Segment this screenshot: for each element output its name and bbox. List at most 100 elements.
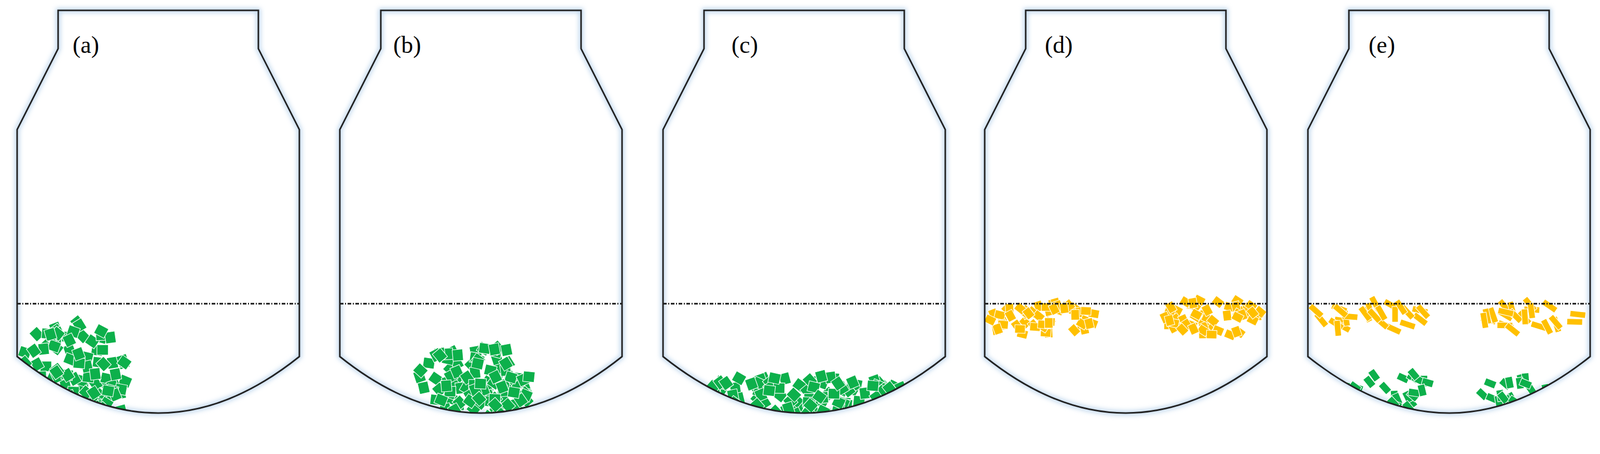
liquid-level (1307, 303, 1591, 306)
particle (1070, 309, 1080, 321)
particle (40, 383, 54, 396)
particle (1359, 400, 1373, 411)
particle (91, 405, 103, 417)
particle (1541, 299, 1558, 314)
liquid-level (339, 303, 623, 306)
liquid-level (17, 303, 300, 306)
particle (1187, 322, 1200, 336)
particle (44, 327, 58, 342)
particle (433, 393, 449, 408)
particle (1080, 307, 1092, 316)
particle (29, 398, 41, 411)
vessel (339, 10, 623, 426)
particle-group (983, 294, 1268, 342)
particle-group (1307, 295, 1586, 415)
particle (707, 395, 720, 408)
vessel (663, 10, 946, 422)
particle (1044, 318, 1053, 329)
particle (101, 384, 115, 398)
particle (18, 375, 30, 389)
particle (701, 394, 713, 407)
particle (1004, 309, 1017, 323)
particle (785, 387, 802, 404)
particle (504, 370, 519, 385)
particle (720, 398, 731, 411)
particle (1231, 311, 1245, 324)
particle (1222, 310, 1232, 322)
particle (872, 400, 887, 415)
particle (1332, 303, 1349, 319)
liquid-level (984, 303, 1267, 306)
particle (1497, 307, 1514, 317)
panel-label: (c) (731, 33, 758, 58)
particle (48, 364, 64, 381)
particle (1368, 368, 1381, 383)
particle (21, 380, 36, 395)
particle (705, 395, 721, 410)
vessel-outline (1307, 10, 1591, 414)
liquid-level (663, 303, 946, 306)
particle (1206, 314, 1220, 328)
particle (77, 406, 91, 421)
particle (1348, 381, 1362, 394)
particle (14, 378, 26, 392)
particle (51, 408, 63, 421)
particle (498, 356, 514, 372)
particle (19, 387, 30, 399)
particle (744, 377, 758, 392)
vessel-glow (17, 10, 300, 414)
particle (1399, 319, 1416, 331)
particle (830, 376, 846, 392)
particle (417, 381, 431, 395)
particle (495, 380, 509, 395)
vessel (983, 10, 1268, 414)
particle (488, 342, 501, 356)
particle (507, 387, 521, 399)
particle (814, 369, 828, 384)
vessel-glow (663, 10, 946, 414)
particle (1521, 309, 1529, 326)
particle (1566, 319, 1583, 326)
particle (866, 380, 880, 393)
panel-label: (b) (393, 33, 422, 58)
particle (37, 391, 53, 407)
particle (1480, 312, 1489, 329)
vessel-glow (1307, 10, 1591, 414)
particle (881, 381, 898, 397)
particle (451, 349, 464, 362)
particle (1541, 393, 1555, 406)
particle (18, 375, 32, 388)
particle (471, 357, 485, 370)
particle (25, 384, 39, 398)
particle (731, 371, 747, 386)
particle (1246, 306, 1260, 320)
particle (62, 333, 77, 349)
vessel-outline (663, 10, 946, 414)
particle (1496, 391, 1510, 405)
particle (1378, 381, 1392, 396)
particle (1374, 305, 1388, 322)
particle (29, 386, 46, 402)
particle (42, 405, 54, 418)
particle (1043, 315, 1057, 329)
particle (35, 387, 51, 403)
particle (1394, 299, 1408, 316)
vessel-glow (339, 10, 623, 414)
particle (32, 388, 48, 404)
panel-label: (a) (72, 33, 100, 58)
particle (1532, 393, 1541, 406)
particle (1569, 310, 1586, 319)
particle (1164, 314, 1175, 327)
particle (1540, 318, 1554, 336)
particle (1175, 323, 1189, 337)
panel-label: (e) (1368, 33, 1396, 58)
particle (62, 405, 75, 419)
particle (1504, 322, 1521, 338)
particle (474, 378, 487, 390)
particle (767, 372, 782, 385)
particle (432, 348, 448, 364)
vessel-outline (984, 10, 1267, 414)
particle (49, 395, 65, 411)
particle (29, 398, 41, 410)
